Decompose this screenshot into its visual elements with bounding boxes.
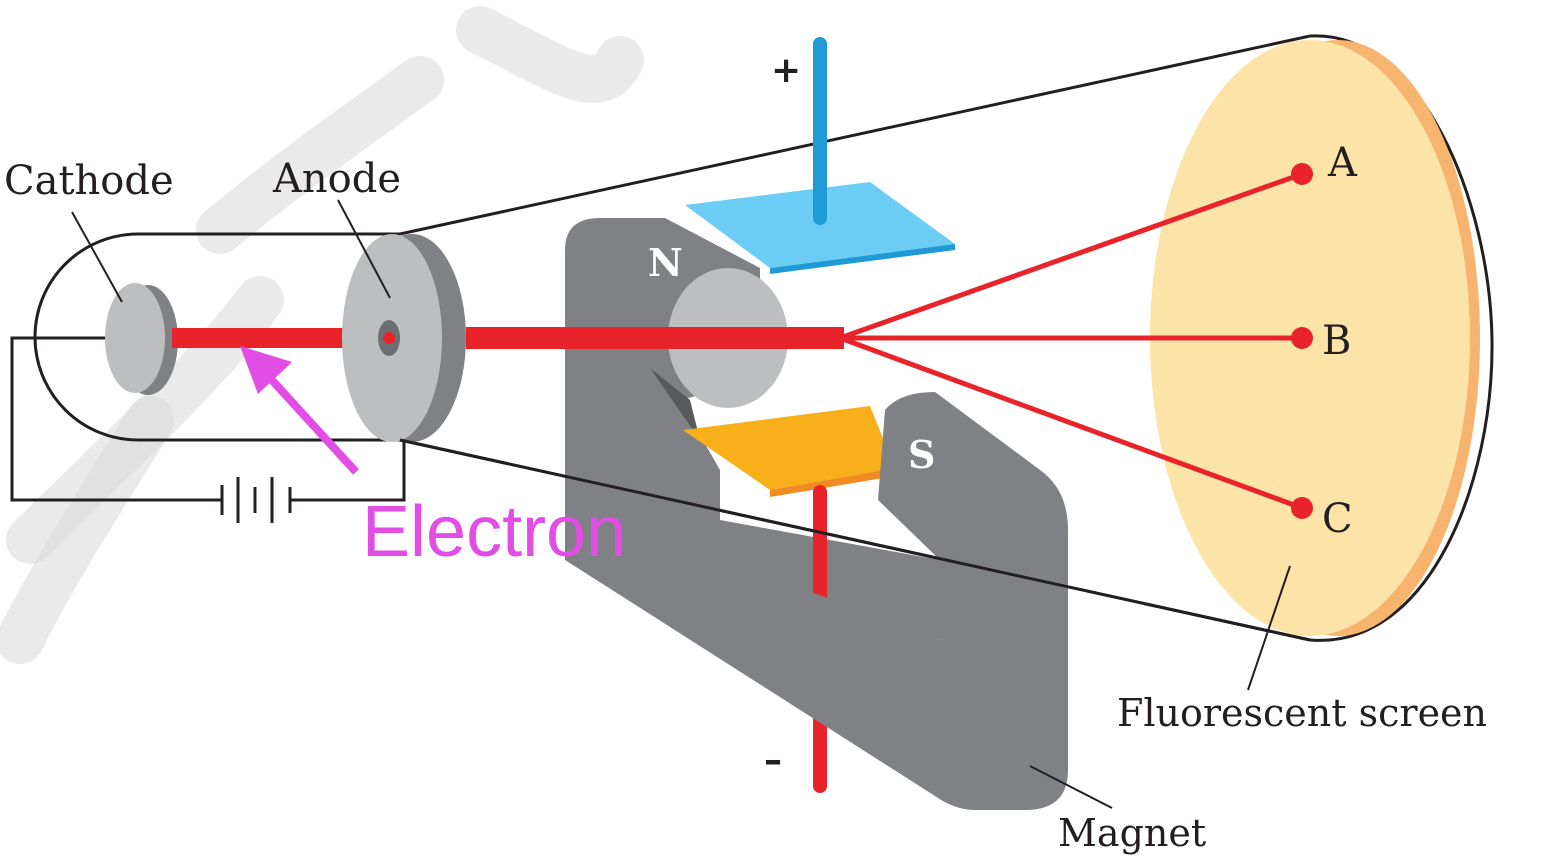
plus-sign: + <box>771 50 801 91</box>
point-b-label: B <box>1322 318 1351 364</box>
point-c-marker <box>1291 497 1313 519</box>
screen-label: Fluorescent screen <box>1117 691 1487 735</box>
point-a-marker <box>1291 163 1313 185</box>
anode-label: Anode <box>272 156 401 202</box>
magnet-back <box>565 218 940 640</box>
electron-annotation-arrow <box>240 346 359 475</box>
point-c-label: C <box>1322 496 1353 542</box>
electron-beam-inner <box>172 328 388 348</box>
tube-outline-front <box>399 438 1311 642</box>
north-pole-label: N <box>648 240 683 285</box>
electron-annotation-label: Electron <box>362 492 626 572</box>
leader-lines <box>71 199 1291 809</box>
anode-disc <box>342 234 466 442</box>
negative-plate <box>683 406 895 497</box>
cathode-disc <box>105 283 178 395</box>
point-b-marker <box>1291 327 1313 349</box>
point-a-label: A <box>1327 140 1358 186</box>
cathode-label: Cathode <box>4 158 174 204</box>
magnet-label: Magnet <box>1058 811 1206 855</box>
south-pole-label: S <box>908 432 935 477</box>
magnet-front <box>565 392 1068 810</box>
minus-sign: – <box>764 740 782 781</box>
electron-beam <box>466 163 1313 519</box>
battery-circuit <box>10 336 406 523</box>
